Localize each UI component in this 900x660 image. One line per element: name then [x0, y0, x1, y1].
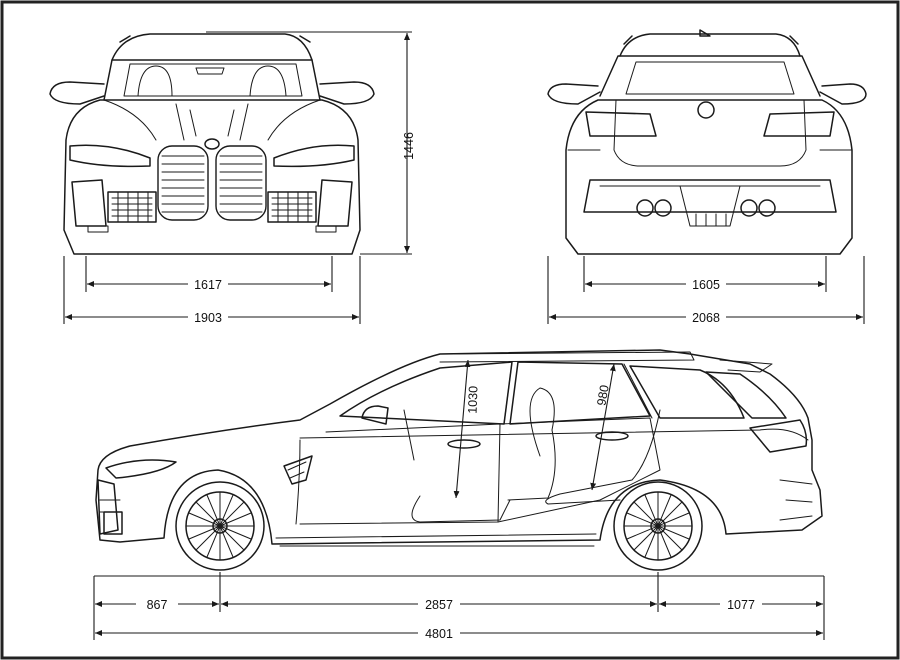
rear-headroom-dimension: 980 [590, 363, 616, 491]
overall-length-label: 4801 [425, 627, 453, 641]
front-view-car-outline [49, 33, 375, 255]
rear-overhang-dimension: 1077 [659, 596, 823, 612]
wheelbase-label: 2857 [425, 598, 453, 612]
rear-track-label: 1605 [692, 278, 720, 292]
rear-width-label: 2068 [692, 311, 720, 325]
front-height-label: 1446 [402, 132, 416, 160]
front-headroom-label: 1030 [466, 386, 481, 414]
front-width-label: 1903 [194, 311, 222, 325]
rear-width-dimension: 2068 [547, 256, 865, 325]
front-track-dimension: 1617 [85, 256, 333, 292]
rear-overhang-label: 1077 [727, 598, 755, 612]
front-overhang-dimension: 867 [95, 596, 219, 612]
rear-track-dimension: 1605 [583, 256, 827, 292]
front-headroom-dimension: 1030 [453, 359, 481, 499]
rear-wheel [613, 481, 703, 571]
front-height-dimension: 1446 [206, 31, 416, 255]
front-wheel [175, 481, 265, 571]
overall-length-dimension: 4801 [95, 625, 823, 641]
wheelbase-dimension: 2857 [221, 596, 657, 612]
front-track-label: 1617 [194, 278, 222, 292]
front-width-dimension: 1903 [63, 256, 361, 325]
side-view-car-outline [95, 349, 823, 547]
rear-headroom-label: 980 [594, 384, 611, 407]
rear-view-car-outline [547, 29, 867, 255]
side-extension-lines [93, 572, 825, 640]
front-overhang-label: 867 [147, 598, 168, 612]
